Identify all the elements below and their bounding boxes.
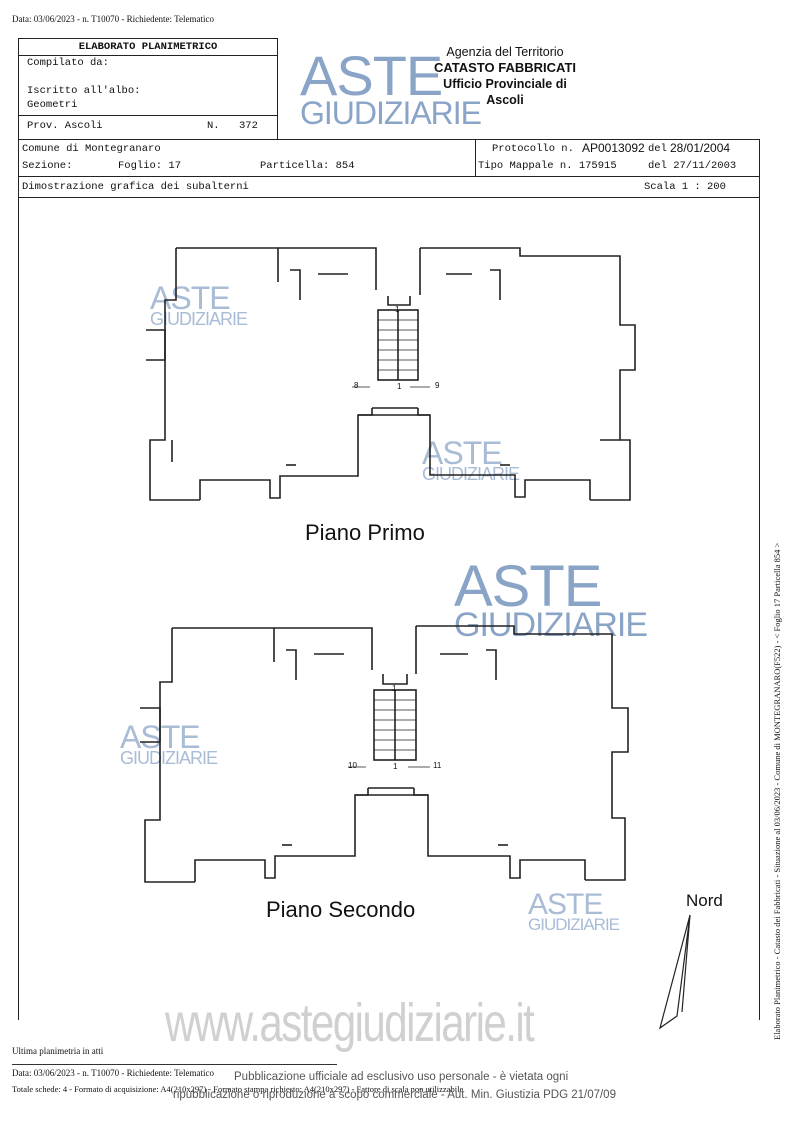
protocollo-date: 28/01/2004 xyxy=(670,141,731,155)
n-value: 372 xyxy=(239,120,258,132)
dimostrazione-label: Dimostrazione grafica dei subalterni xyxy=(22,181,249,193)
floor1-sub-top: 1 xyxy=(395,305,400,314)
form-box: ELABORATO PLANIMETRICO Compilato da: Isc… xyxy=(18,38,278,140)
watermark-aste-6: ASTE GIUDIZIARIE xyxy=(528,888,620,934)
agency-line2: CATASTO FABBRICATI xyxy=(433,60,577,75)
sezione-label: Sezione: xyxy=(22,160,73,172)
form-title: ELABORATO PLANIMETRICO xyxy=(19,39,277,56)
floor1-label: Piano Primo xyxy=(305,520,425,545)
comune-label: Comune di Montegranaro xyxy=(22,143,161,155)
agency-block: Agenzia del Territorio CATASTO FABBRICAT… xyxy=(400,44,610,108)
particella-label: Particella: 854 xyxy=(260,160,355,172)
ultima-planimetria: Ultima planimetria in atti xyxy=(12,1046,104,1056)
scala-label: Scala 1 : 200 xyxy=(644,181,726,193)
n-label: N. xyxy=(207,120,220,132)
floor2-sub-mid: 1 xyxy=(393,762,398,771)
floor1-sub-right: 9 xyxy=(435,381,440,390)
info-table xyxy=(18,139,760,1020)
plan-floor1-stairs xyxy=(352,319,430,388)
tipo-del: del 27/11/2003 xyxy=(648,160,737,172)
watermark-site: www.astegiudiziarie.it xyxy=(165,993,535,1053)
tipo-mappale: Tipo Mappale n. 175915 xyxy=(478,160,617,172)
prov-label: Prov. Ascoli xyxy=(27,120,103,132)
watermark-aste-2: ASTE GIUDIZIARIE xyxy=(150,280,248,330)
floor1-sub-mid: 1 xyxy=(397,382,402,391)
footer-line1: Data: 03/06/2023 - n. T10070 - Richieden… xyxy=(12,1068,214,1078)
nord-label: Nord xyxy=(686,891,723,910)
plan-floor2-walls xyxy=(140,625,629,883)
iscritto-label: Iscritto all'albo: xyxy=(27,85,141,97)
notice-line1: Pubblicazione ufficiale ad esclusivo uso… xyxy=(234,1071,569,1083)
floor2-label: Piano Secondo xyxy=(266,897,416,922)
agency-line3: Ufficio Provinciale di xyxy=(443,77,567,91)
protocollo-label: Protocollo n. xyxy=(492,143,574,155)
floor2-sub-top: 1 xyxy=(392,684,397,693)
floor2-sub-right: 11 xyxy=(433,761,442,770)
floor2-sub-left: 10 xyxy=(348,761,357,770)
protocollo-value: AP0013092 xyxy=(582,141,645,155)
side-text: Elaborato Planimetrico - Catasto dei Fab… xyxy=(772,542,782,1040)
protocollo-del: del xyxy=(648,143,667,155)
plan-floor1-walls xyxy=(146,247,636,501)
watermark-aste: ASTE GIUDIZIARIE xyxy=(300,44,482,131)
north-arrow-icon xyxy=(658,914,691,1030)
agency-line1: Agenzia del Territorio xyxy=(446,45,564,59)
foglio-label: Foglio: 17 xyxy=(118,160,182,172)
floor1-sub-left: 8 xyxy=(354,381,359,390)
watermark-aste-3: ASTE GIUDIZIARIE xyxy=(422,435,520,485)
plan-floor2-stairs xyxy=(348,699,430,768)
agency-line4: Ascoli xyxy=(486,93,524,107)
footer-line2: Totale schede: 4 - Formato di acquisizio… xyxy=(12,1084,464,1094)
geometri-label: Geometri xyxy=(27,99,78,111)
compilato-label: Compilato da: xyxy=(27,57,109,69)
header-line: Data: 03/06/2023 - n. T10070 - Richieden… xyxy=(12,14,214,24)
notice-line2: ripubblicazione o riproduzione a scopo c… xyxy=(173,1089,616,1101)
